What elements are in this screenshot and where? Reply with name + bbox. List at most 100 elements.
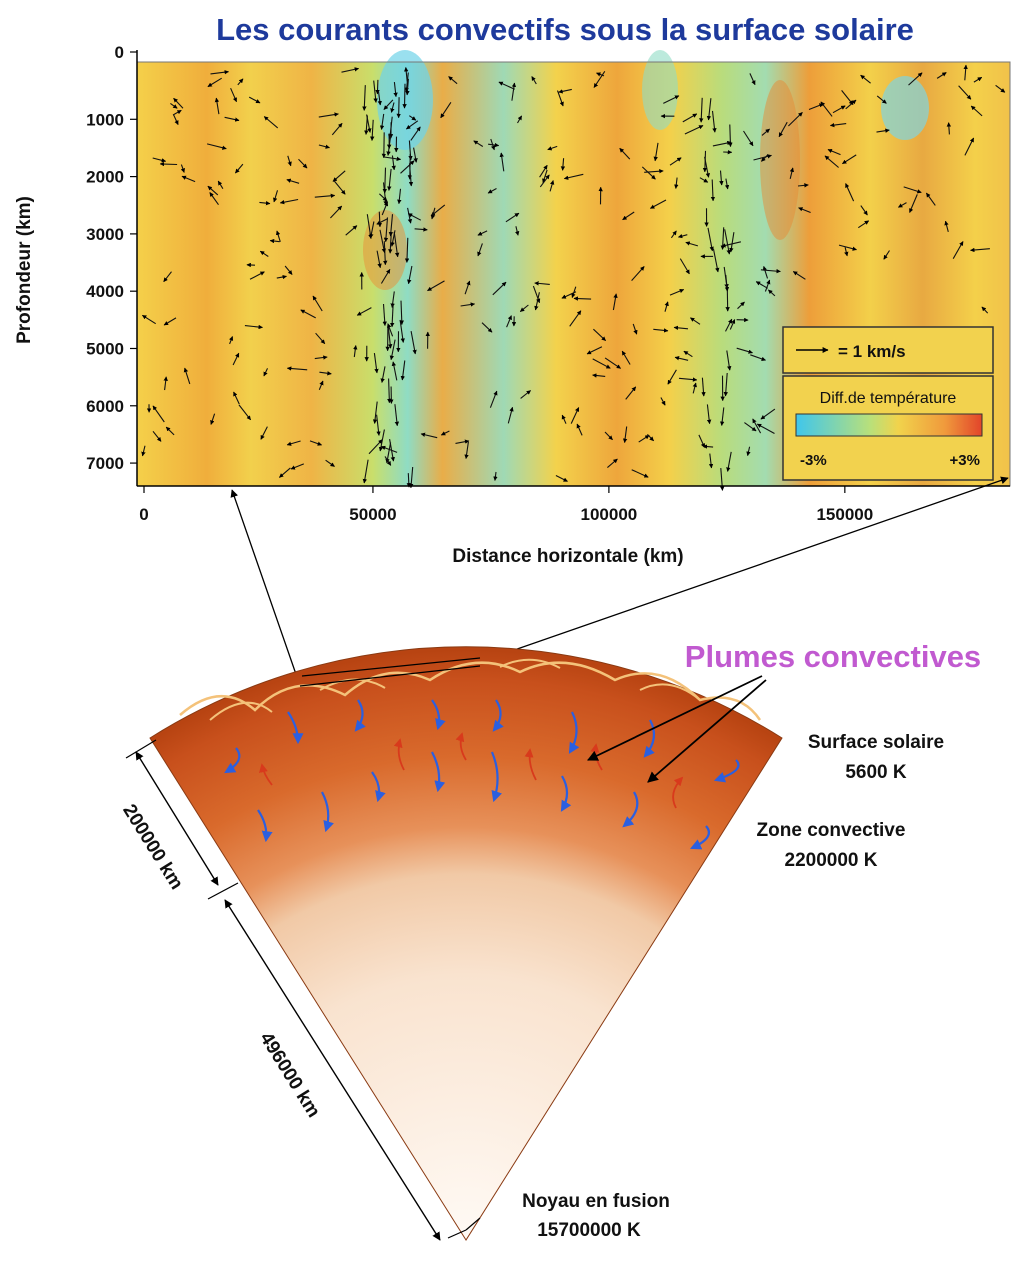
velocity-vector xyxy=(397,188,402,205)
velocity-vector xyxy=(638,434,650,443)
y-tick-label: 3000 xyxy=(86,225,124,244)
velocity-vector xyxy=(860,74,871,84)
velocity-vector xyxy=(505,212,520,223)
velocity-vector xyxy=(389,339,396,361)
velocity-vector xyxy=(353,345,358,358)
velocity-vector xyxy=(314,355,328,360)
velocity-vector xyxy=(404,237,410,263)
velocity-vector xyxy=(746,446,751,457)
velocity-vector xyxy=(405,78,410,96)
velocity-vector xyxy=(152,405,165,423)
velocity-vector xyxy=(622,426,628,444)
velocity-vector xyxy=(407,265,413,285)
velocity-vector xyxy=(679,258,690,275)
velocity-vector xyxy=(493,471,498,481)
velocity-vector xyxy=(752,418,762,434)
velocity-vector xyxy=(309,440,323,446)
velocity-vector xyxy=(719,407,725,426)
velocity-vector xyxy=(464,280,471,295)
velocity-vector xyxy=(286,440,301,446)
velocity-vector xyxy=(698,434,706,448)
velocity-vector xyxy=(712,248,720,273)
velocity-vector xyxy=(621,350,631,365)
y-tick-label: 5000 xyxy=(86,339,124,358)
velocity-vector xyxy=(400,360,406,381)
y-axis-label: Profondeur (km) xyxy=(14,196,35,344)
velocity-vector xyxy=(379,193,388,202)
x-tick-label: 100000 xyxy=(581,505,638,524)
velocity-vector xyxy=(384,156,402,162)
velocity-vector xyxy=(622,211,635,221)
velocity-vector xyxy=(702,150,708,173)
velocity-vector xyxy=(532,285,541,304)
velocity-vector xyxy=(163,376,168,391)
velocity-vector xyxy=(332,170,346,182)
velocity-vector xyxy=(356,307,372,316)
velocity-vector xyxy=(710,179,716,202)
downflow-arrow xyxy=(560,775,572,812)
velocity-vector xyxy=(844,247,849,257)
x-axis-label: Distance horizontale (km) xyxy=(452,546,683,567)
velocity-vector xyxy=(259,250,269,257)
velocity-vector xyxy=(373,80,378,103)
velocity-vector xyxy=(808,103,824,111)
velocity-vector xyxy=(664,301,669,312)
velocity-vector xyxy=(318,144,330,149)
velocity-vectors xyxy=(141,64,1006,491)
velocity-vector xyxy=(300,309,316,319)
velocity-vector xyxy=(570,407,580,424)
plume-pointer-arrow xyxy=(587,675,763,761)
downflow-arrow xyxy=(371,771,386,803)
velocity-vector xyxy=(173,97,184,109)
velocity-vector xyxy=(750,354,766,361)
velocity-vector xyxy=(711,110,717,133)
velocity-vector xyxy=(362,459,369,484)
y-tick-label: 7000 xyxy=(86,454,124,473)
downflow-arrow xyxy=(568,711,580,754)
x-tick-label: 0 xyxy=(139,505,148,524)
velocity-vector xyxy=(683,350,693,358)
velocity-vector xyxy=(477,230,488,236)
velocity-vector xyxy=(724,274,730,292)
velocity-vector xyxy=(995,84,1006,93)
downflow-arrow xyxy=(431,699,446,731)
velocity-vector xyxy=(684,125,704,135)
velocity-vector xyxy=(325,459,335,467)
velocity-vector xyxy=(604,357,621,369)
velocity-vector xyxy=(298,158,308,169)
velocity-vector xyxy=(925,192,936,206)
velocity-vector xyxy=(210,413,216,425)
velocity-vector xyxy=(764,279,771,292)
velocity-vector xyxy=(318,380,324,391)
velocity-vector xyxy=(481,322,493,333)
velocity-vector xyxy=(209,192,219,206)
x-tick-label: 150000 xyxy=(816,505,873,524)
velocity-vector xyxy=(330,205,343,219)
velocity-vector xyxy=(539,174,550,188)
velocity-vector xyxy=(400,160,415,174)
velocity-vector xyxy=(625,386,637,400)
velocity-vector xyxy=(409,466,414,489)
velocity-vector xyxy=(290,463,305,470)
velocity-vector xyxy=(743,130,754,147)
velocity-vector xyxy=(903,186,922,194)
upflow-arrow xyxy=(393,738,405,771)
velocity-vector xyxy=(410,331,417,355)
velocity-vector xyxy=(842,154,857,165)
velocity-vector xyxy=(692,382,697,394)
velocity-vector xyxy=(269,238,280,244)
velocity-vector xyxy=(756,423,775,434)
velocity-vector xyxy=(390,291,395,308)
downflow-arrow xyxy=(224,747,241,774)
velocity-vector xyxy=(286,366,308,371)
velocity-vector xyxy=(936,72,947,79)
velocity-vector xyxy=(547,145,558,151)
velocity-vector xyxy=(778,121,788,138)
velocity-vector xyxy=(362,85,367,111)
velocity-vector xyxy=(539,164,548,178)
velocity-vector xyxy=(142,314,156,325)
velocity-vector xyxy=(279,198,299,205)
velocity-vector xyxy=(390,230,396,247)
convective-cell-boundaries xyxy=(179,661,762,721)
downflow-arrow xyxy=(622,791,639,828)
